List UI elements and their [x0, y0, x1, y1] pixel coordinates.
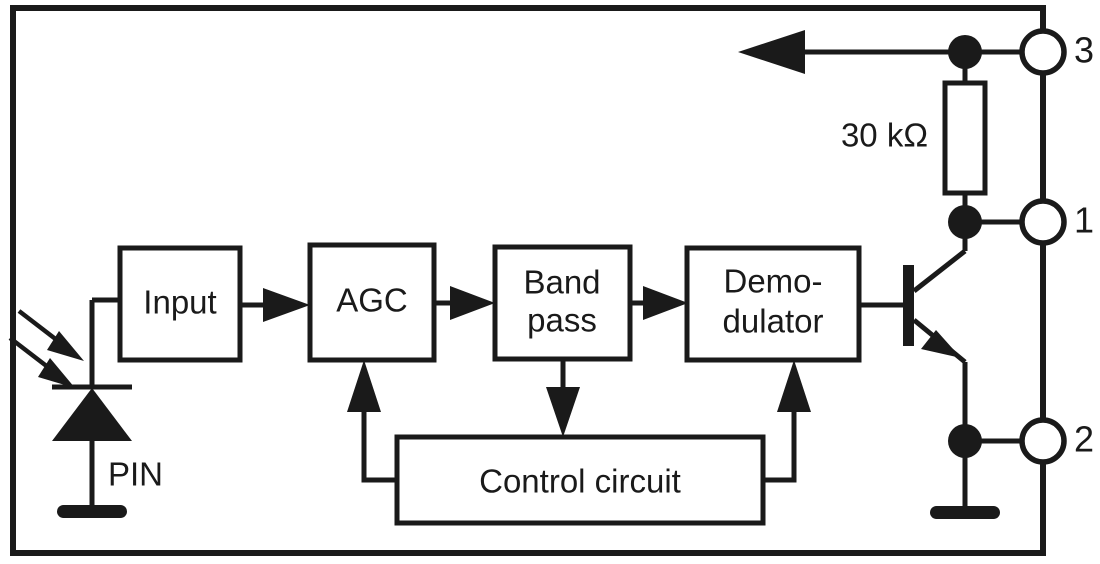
- resistor-label: 30 kΩ: [841, 117, 928, 154]
- terminal-1-label: 1: [1074, 200, 1094, 241]
- block-agc-label: AGC: [336, 282, 408, 319]
- arrow-input-to-agc: [240, 288, 310, 322]
- block-demodulator: Demo- dulator: [684, 245, 862, 363]
- arrow-bandpass-to-control: [546, 359, 580, 437]
- npn-transistor-icon: [859, 249, 967, 364]
- block-bandpass-label-line2: pass: [527, 302, 597, 339]
- block-control-circuit: Control circuit: [394, 434, 766, 526]
- block-demodulator-label-line1: Demo-: [723, 263, 822, 300]
- junction-dot-gnd: [948, 424, 982, 458]
- wire-control-to-demodulator-feedback: [763, 360, 811, 483]
- terminal-1-out[interactable]: [1019, 198, 1067, 246]
- arrow-agc-to-bandpass: [434, 286, 495, 320]
- block-bandpass-label-line1: Band: [523, 264, 600, 301]
- terminal-3-label: 3: [1074, 30, 1094, 71]
- terminal-3-vs[interactable]: [1019, 28, 1067, 76]
- wire-control-to-agc-feedback: [347, 360, 397, 483]
- junction-dots: [948, 35, 982, 458]
- block-control-circuit-label: Control circuit: [479, 463, 681, 500]
- block-demodulator-label-line2: dulator: [723, 303, 824, 340]
- pin-photodiode-icon: [52, 300, 132, 512]
- block-agc: AGC: [307, 242, 437, 363]
- ground-symbol-icon-left: [57, 505, 127, 518]
- junction-dot-out: [948, 205, 982, 239]
- terminal-2-gnd[interactable]: [1019, 417, 1067, 465]
- block-input: Input: [117, 245, 243, 363]
- photodiode-label: PIN: [108, 456, 163, 493]
- block-input-label: Input: [143, 284, 216, 321]
- package-frame: [10, 5, 1046, 556]
- incident-light-arrows-icon: [8, 309, 84, 388]
- junction-dot-vs: [948, 35, 982, 69]
- arrow-bandpass-to-demodulator: [630, 286, 688, 320]
- terminal-2-label: 2: [1074, 419, 1094, 460]
- supply-arrow-icon: [738, 30, 965, 74]
- block-bandpass: Band pass: [492, 244, 633, 362]
- resistor-icon: [942, 52, 988, 222]
